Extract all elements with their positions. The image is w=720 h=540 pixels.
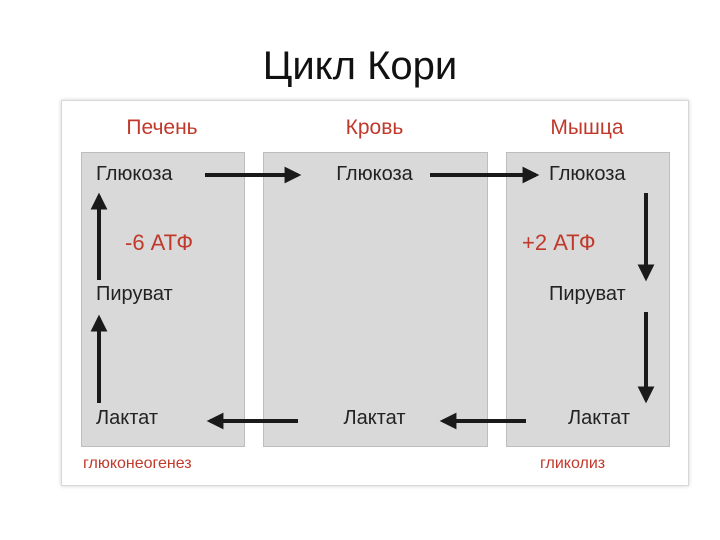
muscle-glucose-label: Глюкоза (549, 163, 626, 185)
blood-lactate-label: Лактат (343, 407, 406, 429)
muscle-atp-label: +2 АТФ (522, 230, 596, 255)
process-gluconeogenesis: глюконеогенез (83, 455, 192, 472)
muscle-pyruvate-label: Пируват (549, 283, 626, 305)
slide-title: Цикл Кори (262, 44, 458, 88)
liver-atp-label: -6 АТФ (125, 230, 194, 255)
blood-glucose-label: Глюкоза (336, 163, 413, 185)
process-glycolysis: гликолиз (540, 455, 606, 472)
header-blood: Кровь (345, 116, 404, 139)
header-liver: Печень (126, 116, 198, 139)
header-muscle: Мышца (550, 116, 624, 139)
liver-pyruvate-label: Пируват (96, 283, 173, 305)
muscle-lactate-label: Лактат (568, 407, 631, 429)
liver-glucose-label: Глюкоза (96, 163, 173, 185)
panel-blood (263, 152, 488, 447)
panel-liver (81, 152, 245, 447)
liver-lactate-label: Лактат (96, 407, 159, 429)
